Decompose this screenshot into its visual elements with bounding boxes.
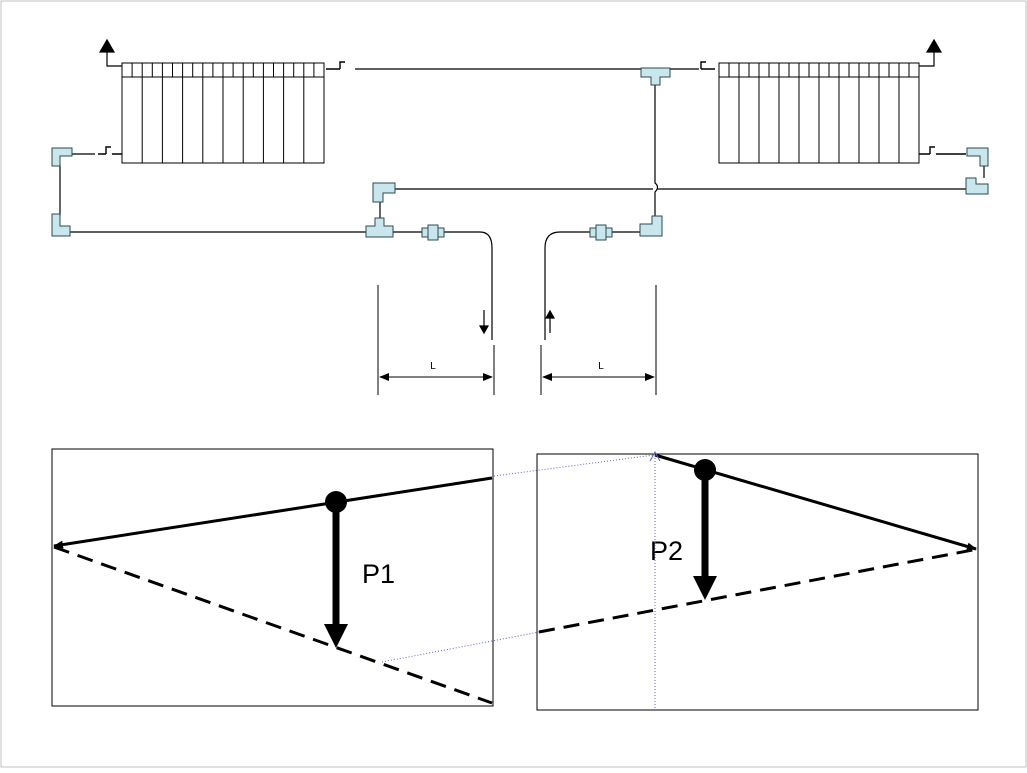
flow-down-arrow-icon (478, 310, 490, 335)
pressure-arrow-right (693, 576, 717, 600)
guide-lines (381, 450, 661, 708)
pressure-diagram-left: P1 (51, 448, 494, 707)
pressure-line-solid-left (53, 476, 493, 549)
pressure-line-dashed-right (538, 547, 979, 634)
coupling-icon (421, 224, 613, 241)
right-air-vent-icon (919, 38, 943, 67)
pressure-point-right (694, 459, 716, 481)
elbow-fitting-icon (51, 147, 989, 237)
riser-pipe (654, 80, 659, 222)
dimension-label-right: L (598, 361, 604, 372)
pressure-arrow-left (324, 624, 348, 648)
dimension-right (540, 285, 657, 395)
pressure-label-p1: P1 (362, 559, 395, 589)
flow-up-arrow-icon (544, 309, 556, 333)
diagram-frame-left (51, 448, 494, 707)
dimension-left (377, 285, 495, 395)
tee-fitting-icon (365, 67, 671, 238)
piping-schematic (51, 38, 989, 395)
pressure-line-dashed-left (53, 545, 493, 705)
dimension-label-left: L (430, 361, 436, 372)
pressure-diagram-right: P2 (536, 453, 979, 711)
pressure-label-p2: P2 (650, 536, 683, 566)
valve-icon (98, 61, 966, 155)
diagram-frame-right (536, 453, 979, 711)
right-radiator-icon (718, 62, 920, 164)
left-radiator-icon (121, 62, 325, 164)
left-air-vent-icon (98, 38, 122, 67)
pressure-point-left (325, 491, 347, 513)
